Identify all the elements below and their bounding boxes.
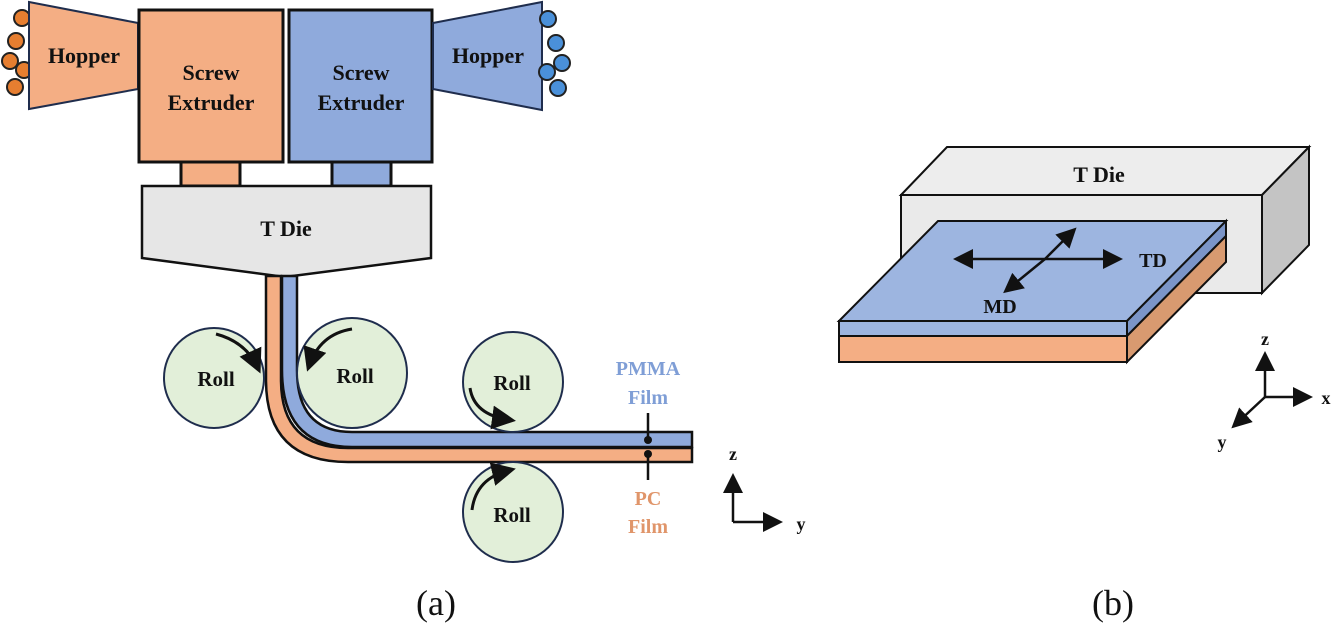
hopper-right xyxy=(432,0,543,112)
hopper-right-label: Hopper xyxy=(452,43,524,68)
roll-label: Roll xyxy=(493,371,531,395)
pc-front xyxy=(838,335,1128,363)
pmma-dot xyxy=(644,436,652,444)
axis-y-label: y xyxy=(1218,432,1227,452)
caption-a: (a) xyxy=(416,583,456,623)
panel-a: Hopper Screw Extruder Screw Extruder Hop… xyxy=(1,0,806,623)
pmma-film xyxy=(280,274,694,449)
md-arrow xyxy=(1044,227,1077,260)
t-die-label: T Die xyxy=(260,216,312,241)
md-label: MD xyxy=(983,296,1016,318)
pmma-label-2: Film xyxy=(628,387,668,409)
pc-film xyxy=(264,274,694,464)
extruder-right-neck xyxy=(330,160,393,188)
pmma-front xyxy=(838,320,1128,337)
extruder-right-label-1: Screw xyxy=(332,60,389,85)
roll-2: Roll xyxy=(296,317,408,429)
caption-b: (b) xyxy=(1092,583,1134,623)
td-label: TD xyxy=(1139,250,1167,272)
t-die xyxy=(140,184,433,279)
pc-dot xyxy=(644,450,652,458)
screw-extruder-left xyxy=(137,8,285,164)
extruder-left-label-1: Screw xyxy=(182,60,239,85)
roll-label: Roll xyxy=(336,364,374,388)
orange-pellets xyxy=(1,9,33,96)
md-arrow-down xyxy=(1003,258,1046,294)
axes-zy: z y xyxy=(723,444,806,534)
roll-label: Roll xyxy=(197,367,235,391)
pc-label-2: Film xyxy=(628,516,668,538)
t-die-3d-label: T Die xyxy=(1073,162,1125,187)
roll-label: Roll xyxy=(493,503,531,527)
roll-3: Roll xyxy=(462,331,564,433)
panel-b: T Die TD MD z x y (b) xyxy=(836,144,1331,623)
extruder-right-label-2: Extruder xyxy=(318,90,405,115)
roll-1: Roll xyxy=(163,327,265,429)
pc-label-1: PC xyxy=(635,488,662,510)
screw-extruder-right xyxy=(287,8,434,164)
axis-z-label: z xyxy=(729,444,737,464)
extruder-left-neck xyxy=(179,160,242,188)
axis-y-label: y xyxy=(797,514,806,534)
pmma-label-1: PMMA xyxy=(616,358,681,380)
axis-z-label: z xyxy=(1261,329,1269,349)
roll-4: Roll xyxy=(462,461,564,563)
axes-xyz: z x y xyxy=(1218,329,1331,452)
extruder-left-label-2: Extruder xyxy=(168,90,255,115)
blue-pellets xyxy=(538,10,571,97)
hopper-left-label: Hopper xyxy=(48,43,120,68)
axis-x-label: x xyxy=(1322,388,1331,408)
